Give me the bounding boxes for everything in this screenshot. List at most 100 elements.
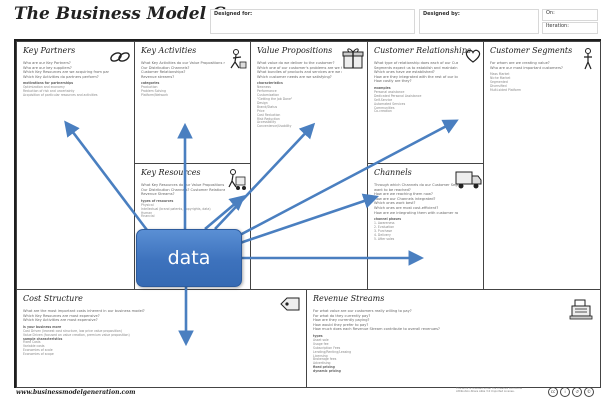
- question: Which customer needs are we satisfying?: [257, 74, 332, 79]
- iteration-field[interactable]: Iteration:: [542, 22, 598, 34]
- category: Risk Reduction: [257, 116, 280, 121]
- customer-segments-questions: For whom are we creating value? Who are …: [490, 61, 574, 93]
- designed-by-field[interactable]: Designed by:: [419, 9, 539, 34]
- category: Cost Driven (leanest cost structure, low…: [23, 328, 122, 333]
- category: Fixed Costs: [23, 340, 41, 345]
- date-field[interactable]: On:: [542, 9, 598, 21]
- category: Subscription Fees: [313, 345, 341, 350]
- question: Customer Relationships?: [141, 70, 186, 75]
- question: What type of relationship does each of o…: [374, 61, 458, 65]
- category: Segmented: [490, 80, 508, 84]
- attribution-icon: i: [560, 387, 570, 397]
- category: Usage fee: [313, 341, 329, 346]
- category: Acquisition of particular resources and …: [23, 93, 98, 98]
- question: Who are our Key Partners?: [23, 61, 71, 65]
- category: Diversified: [490, 83, 507, 88]
- value-propositions-block[interactable]: Value Propositions What value do we deli…: [250, 41, 369, 291]
- category-heading: types of resources: [141, 198, 174, 203]
- revenue-streams-questions: For what value are our customers really …: [313, 309, 574, 374]
- category: Asset sale: [313, 337, 329, 342]
- question: For what do they currently pay?: [313, 313, 371, 318]
- question: Segments expect us to establish and main…: [374, 65, 458, 70]
- category-heading: types: [313, 333, 323, 338]
- category: Niche Market: [490, 76, 511, 81]
- category: Dedicated Personal Assistance: [374, 93, 422, 98]
- category: Self-Service: [374, 97, 393, 102]
- category: Problem Solving: [141, 89, 166, 94]
- category: Economies of scale: [23, 348, 53, 353]
- question: Which ones have we established?: [374, 70, 435, 75]
- worker-icon: [230, 49, 247, 69]
- key-activities-block[interactable]: Key Activities What Key Activities do ou…: [134, 41, 252, 165]
- chain-link-icon: [110, 52, 130, 62]
- category: Economies of scope: [23, 352, 54, 357]
- customer-segments-title: Customer Segments: [490, 46, 573, 55]
- category-heading: categories: [141, 81, 160, 86]
- cash-register-icon: [569, 299, 593, 320]
- category: Design: [257, 100, 268, 105]
- forklift-worker-icon: [228, 169, 246, 190]
- channels-title: Channels: [374, 168, 412, 177]
- key-activities-questions: What Key Activities do our Value Proposi…: [141, 61, 225, 98]
- gift-icon: [342, 48, 364, 69]
- question: What bundles of products and services ar…: [257, 70, 342, 75]
- value-propositions-questions: What value do we deliver to the customer…: [257, 61, 342, 129]
- cost-structure-title: Cost Structure: [23, 294, 83, 303]
- key-partners-questions: Who are our Key Partners? Who are our ke…: [23, 61, 109, 98]
- key-partners-block[interactable]: Key Partners Who are our Key Partners? W…: [16, 41, 136, 291]
- key-resources-questions: What Key Resources do our Value Proposit…: [141, 183, 225, 219]
- category: Brand/Status: [257, 104, 278, 109]
- designed-for-field[interactable]: Designed for:: [210, 9, 415, 34]
- category: Performance: [257, 89, 277, 94]
- category: Value Driven (focused on value creation,…: [23, 332, 130, 337]
- category: Brokerage fees: [313, 357, 337, 362]
- category: Automated Services: [374, 101, 406, 106]
- category: Customization: [257, 93, 280, 98]
- value-propositions-title: Value Propositions: [257, 46, 333, 55]
- category: Newness: [257, 85, 271, 90]
- license-icons: cc i ↺ ©: [548, 387, 594, 397]
- date-label: On:: [546, 10, 555, 16]
- category: Price: [257, 108, 265, 113]
- category-heading: motivations for partnerships: [23, 81, 74, 86]
- creative-commons-icon: cc: [548, 387, 558, 397]
- key-resources-title: Key Resources: [141, 168, 201, 177]
- footer-url[interactable]: www.businessmodelgeneration.com: [16, 389, 136, 396]
- person-icon: [584, 48, 592, 70]
- copyright-icon: ©: [584, 387, 594, 397]
- category: Optimization and economy: [23, 85, 65, 90]
- question: How much does each Revenue Stream contri…: [313, 327, 440, 332]
- key-activities-title: Key Activities: [141, 46, 197, 55]
- category-heading: dynamic pricing: [313, 369, 341, 374]
- question: For what value are our customers really …: [313, 309, 412, 313]
- cost-structure-block[interactable]: Cost Structure What are the most importa…: [16, 289, 308, 388]
- category: Financial: [141, 214, 155, 219]
- customer-relationships-title: Customer Relationships: [374, 46, 471, 55]
- question: Which Key Resources are most expensive?: [23, 313, 100, 318]
- question: How are we integrating them with custome…: [374, 210, 458, 215]
- category-heading: characteristics: [257, 81, 283, 86]
- question: How costly are they?: [374, 79, 412, 84]
- license-text: This work is licensed under the Creative…: [456, 387, 522, 394]
- question: Revenue streams?: [141, 74, 175, 79]
- category: Reduction of risk and uncertainty: [23, 89, 75, 94]
- customer-segments-block[interactable]: Customer Segments For whom are we creati…: [483, 41, 601, 291]
- category: Convenience/Usability: [257, 124, 292, 129]
- question: Through which Channels do our Customer S…: [374, 183, 458, 187]
- revenue-streams-block[interactable]: Revenue Streams For what value are our c…: [306, 289, 601, 388]
- question: Revenue Streams?: [141, 192, 175, 197]
- data-node[interactable]: data: [136, 229, 242, 287]
- channels-block[interactable]: Channels Through which Channels do our C…: [367, 163, 485, 291]
- question: What value do we deliver to the customer…: [257, 61, 335, 65]
- delivery-truck-icon: [455, 171, 482, 189]
- category: "Getting the Job Done": [257, 97, 293, 101]
- category: Intellectual (brand patents, copyrights,…: [141, 206, 211, 211]
- question: Which Key Resources are we acquiring fro…: [23, 70, 109, 75]
- question: Our Distribution Channels? Customer Rela…: [141, 187, 225, 192]
- designed-by-label: Designed by:: [423, 11, 460, 17]
- category: Mass Market: [490, 72, 510, 77]
- data-node-label: data: [167, 247, 211, 269]
- customer-relationships-block[interactable]: Customer Relationships What type of rela…: [367, 41, 485, 165]
- category-heading: examples: [374, 85, 391, 90]
- category: Communities: [374, 105, 395, 110]
